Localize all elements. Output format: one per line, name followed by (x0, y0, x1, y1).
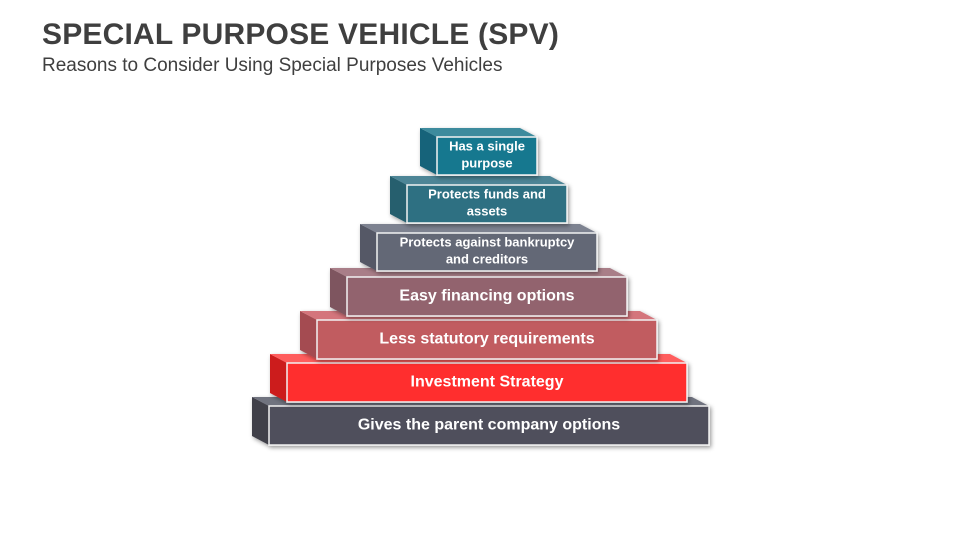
layer-1-side-face (420, 128, 437, 175)
layer-6-front-face[interactable] (286, 362, 688, 403)
layer-7-label: Gives the parent company options (358, 417, 620, 434)
layer-3-top-face (360, 224, 597, 233)
layer-2-front-face[interactable] (406, 184, 568, 224)
layer-3-front-face[interactable] (376, 232, 598, 272)
layer-6-label: Investment Strategy (411, 374, 564, 391)
page-title: SPECIAL PURPOSE VEHICLE (SPV) (42, 18, 560, 51)
pyramid-layer-6[interactable]: Investment Strategy (270, 354, 688, 403)
layer-2-top-face (390, 176, 567, 185)
layer-4-front-face[interactable] (346, 276, 628, 317)
layer-4-label: Easy financing options (399, 288, 574, 305)
layer-2-side-face (390, 176, 407, 223)
layer-4-side-face (330, 268, 347, 316)
page-subtitle: Reasons to Consider Using Special Purpos… (42, 55, 503, 76)
pyramid-layer-5[interactable]: Less statutory requirements (300, 311, 658, 360)
layer-1-top-face (420, 128, 537, 137)
pyramid-layer-4[interactable]: Easy financing options (330, 268, 628, 317)
layer-6-side-face (270, 354, 287, 402)
layer-5-side-face (300, 311, 317, 359)
pyramid-layer-7[interactable]: Gives the parent company options (252, 397, 710, 446)
slide-header: SPECIAL PURPOSE VEHICLE (SPV) Reasons to… (42, 18, 912, 78)
layer-5-label: Less statutory requirements (379, 331, 594, 348)
layer-5-front-face[interactable] (316, 319, 658, 360)
layer-7-side-face (252, 397, 269, 445)
layer-3-side-face (360, 224, 377, 271)
layer-1-front-face[interactable] (436, 136, 538, 176)
layer-7-front-face[interactable] (268, 405, 710, 446)
